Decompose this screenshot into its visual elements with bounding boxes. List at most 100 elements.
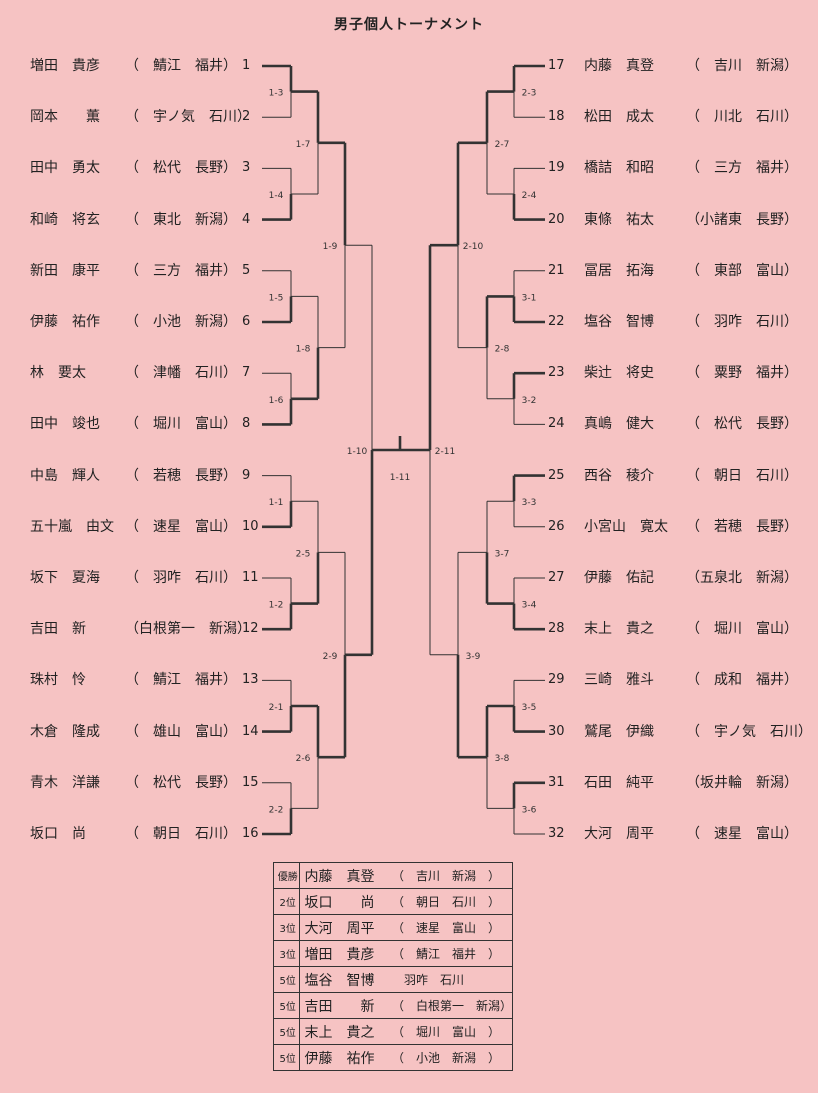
match-label: 1-7 — [296, 140, 311, 150]
match-label: 3-3 — [522, 498, 537, 508]
player-affiliation: （ 東北 新潟） — [125, 211, 237, 228]
results-rank: 5位 — [273, 1018, 301, 1045]
results-rank: 5位 — [273, 992, 301, 1019]
player-affiliation: （ 宇ノ気 石川） — [125, 109, 251, 126]
player-affiliation: （白根第一 新潟） — [125, 621, 251, 638]
player-name: 和崎 将玄 — [30, 211, 100, 228]
player-affiliation: （ 松代 長野） — [125, 160, 237, 177]
player-affiliation: （ 宇ノ気 石川） — [686, 723, 812, 740]
results-row: 2位坂口 尚（ 朝日 石川 ） — [273, 888, 513, 915]
results-affiliation: （ 白根第一 新潟） — [391, 992, 513, 1019]
player-name: 小宮山 寛太 — [584, 518, 668, 535]
player-seed: 4 — [242, 211, 251, 227]
player-seed: 7 — [242, 365, 251, 381]
player-affiliation: （坂井輪 新潟） — [686, 774, 798, 791]
results-name: 大河 周平 — [299, 914, 392, 941]
results-row: 3位大河 周平（ 速星 富山 ） — [273, 914, 513, 941]
player-name: 鷲尾 伊織 — [584, 723, 654, 740]
player-name: 林 要太 — [30, 365, 86, 382]
player-seed: 6 — [242, 314, 251, 329]
player-affiliation: （ 吉川 新潟） — [686, 58, 798, 74]
player-affiliation: （ 三方 福井） — [125, 262, 237, 279]
results-name: 増田 貴彦 — [299, 940, 392, 967]
player-seed: 28 — [548, 621, 565, 637]
results-name: 内藤 真登 — [299, 862, 392, 889]
player-name: 木倉 隆成 — [30, 723, 100, 740]
player-seed: 27 — [548, 570, 565, 585]
player-affiliation: （ 堀川 富山） — [125, 416, 237, 433]
player-name: 大河 周平 — [584, 826, 654, 842]
match-label: 2-5 — [296, 549, 311, 559]
player-seed: 24 — [548, 416, 565, 432]
player-seed: 29 — [548, 672, 565, 688]
player-seed: 26 — [548, 518, 565, 534]
player-affiliation: （ 川北 石川） — [686, 109, 798, 126]
player-seed: 21 — [548, 262, 565, 278]
player-affiliation: （ 成和 福井） — [686, 672, 798, 689]
player-name: 松田 成太 — [584, 109, 654, 126]
results-row: 5位末上 貴之（ 堀川 富山 ） — [273, 1018, 513, 1045]
match-label: 3-8 — [495, 754, 510, 764]
match-label: 2-10 — [463, 242, 484, 252]
match-label: 1-5 — [269, 293, 284, 303]
results-affiliation: （ 鯖江 福井 ） — [391, 940, 513, 967]
player-name: 伊藤 祐作 — [30, 314, 100, 330]
results-rank: 2位 — [273, 888, 301, 915]
player-affiliation: （ 粟野 福井） — [686, 365, 798, 382]
player-name: 坂口 尚 — [30, 826, 86, 842]
player-affiliation: （ 東部 富山） — [686, 262, 798, 279]
player-row: 9 中島 輝人 （ 若穂 長野） — [30, 466, 260, 486]
player-affiliation: （ 堀川 富山） — [686, 621, 798, 638]
match-label: 1-9 — [323, 242, 338, 252]
results-row: 3位増田 貴彦（ 鯖江 福井 ） — [273, 940, 513, 967]
player-seed: 25 — [548, 467, 565, 483]
match-label: 1-8 — [296, 345, 311, 355]
player-name: 吉田 新 — [30, 621, 86, 638]
match-label: 1-2 — [269, 601, 284, 611]
player-name: 伊藤 佑記 — [584, 570, 654, 586]
player-name: 塩谷 智博 — [584, 314, 654, 330]
player-affiliation: （小諸東 長野） — [686, 211, 798, 228]
player-affiliation: （ 若穂 長野） — [125, 467, 237, 484]
player-name: 青木 洋謙 — [30, 774, 100, 791]
match-label: 3-6 — [522, 805, 537, 815]
player-seed: 9 — [242, 467, 251, 483]
player-seed: 5 — [242, 262, 251, 278]
match-label: 2-7 — [495, 140, 510, 150]
player-name: 石田 純平 — [584, 774, 654, 791]
match-label: 1-4 — [269, 191, 284, 201]
player-affiliation: （ 羽咋 石川） — [125, 570, 237, 586]
player-name: 岡本 薫 — [30, 109, 100, 126]
results-row: 5位塩谷 智博 羽咋 石川 — [273, 966, 513, 993]
match-label: 2-4 — [522, 191, 537, 201]
player-affiliation: （ 雄山 富山） — [125, 723, 237, 740]
player-name: 中島 輝人 — [30, 467, 100, 484]
results-name: 末上 貴之 — [299, 1018, 392, 1045]
player-name: 坂下 夏海 — [30, 570, 100, 586]
player-name: 西谷 稜介 — [584, 467, 654, 484]
results-name: 塩谷 智博 — [299, 966, 392, 993]
player-affiliation: （ 速星 富山） — [686, 826, 798, 842]
player-name: 増田 貴彦 — [30, 58, 100, 74]
player-name: 末上 貴之 — [584, 621, 654, 638]
player-name: 珠村 怜 — [30, 672, 86, 689]
